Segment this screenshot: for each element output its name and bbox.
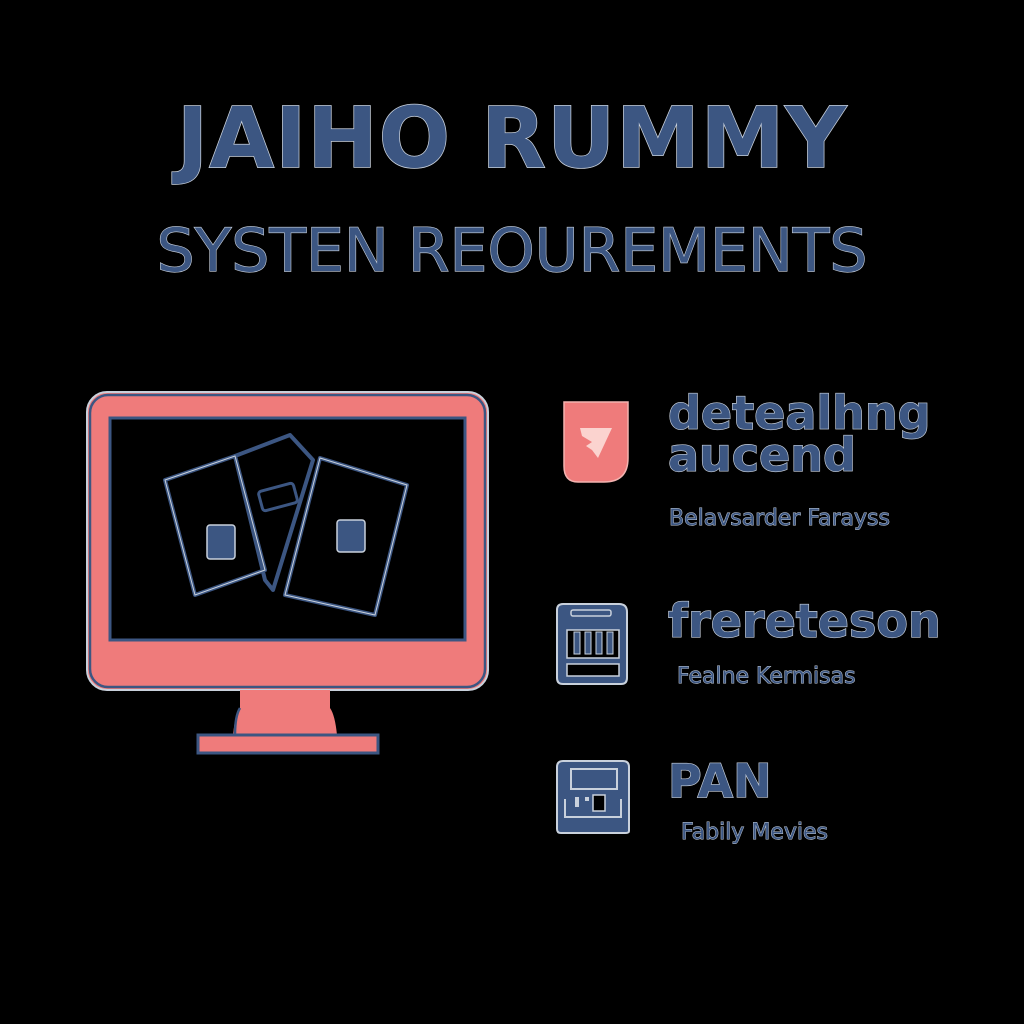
requirement-title: detealhng aucend (667, 386, 931, 482)
requirement-title-line-2: aucend (667, 428, 856, 482)
page-title: JAIHO RUMMY (176, 88, 848, 188)
requirement-subtitle: Fabily Mevies (681, 820, 829, 846)
memory-chip-icon (553, 600, 629, 685)
storage-drive-icon (553, 757, 630, 841)
monitor-with-cards-icon (85, 390, 490, 760)
requirement-title: frereteson (667, 594, 941, 648)
page-subtitle: SYSTEN REOUREMENTS (156, 215, 868, 286)
shield-badge-icon (558, 398, 634, 483)
requirement-title: PAN (667, 754, 772, 808)
requirement-subtitle: Fealne Kermisas (677, 664, 856, 690)
requirement-title-line-1: detealhng (667, 386, 931, 440)
requirement-subtitle: Belavsarder Farayss (669, 506, 891, 532)
